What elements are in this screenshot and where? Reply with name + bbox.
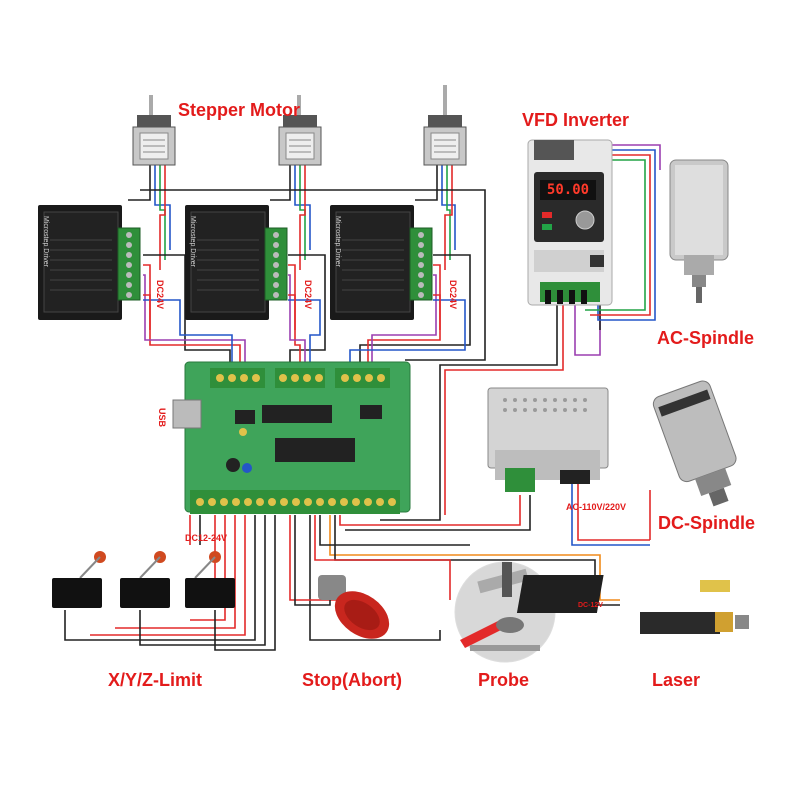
stop-abort-label: Stop(Abort) <box>302 670 402 690</box>
dc-12v-label: DC-12V <box>578 602 603 609</box>
stepper-motor-3 <box>423 85 467 166</box>
breakout-board <box>172 361 411 514</box>
dc-spindle <box>652 380 737 507</box>
motor2-wires <box>270 165 311 270</box>
stepper-motor-2 <box>278 95 322 166</box>
microstep-driver-1 <box>38 205 141 320</box>
emergency-stop <box>318 575 390 639</box>
stepper-motor-label: Stepper Motor <box>178 100 301 120</box>
dc24v-label-1: DC24V <box>155 280 165 310</box>
limit-switch-y <box>120 551 170 608</box>
limit-switch-x <box>52 551 106 608</box>
dc24v-label-2: DC24V <box>303 280 313 310</box>
dc-power-supply <box>487 387 609 492</box>
driver-2-label: Microstep Driver <box>189 216 196 267</box>
microstep-driver-2 <box>185 205 288 320</box>
microstep-driver-3 <box>330 205 433 320</box>
laser-label: Laser <box>652 670 701 690</box>
vfd-inverter <box>527 139 613 306</box>
usb-label: USB <box>157 408 167 428</box>
laser-module <box>516 575 749 634</box>
ac-110-220v-label: AC-110V/220V <box>566 502 627 512</box>
dc12-24v-label: DC12-24V <box>185 533 228 543</box>
ac-spindle-label: AC-Spindle <box>657 328 754 348</box>
dc-spindle-label: DC-Spindle <box>658 513 755 533</box>
driver-3-label: Microstep Driver <box>334 216 341 267</box>
wires <box>64 144 661 651</box>
vfd-display: 50.00 <box>546 182 590 198</box>
probe-label: Probe <box>478 670 530 690</box>
ac-spindle <box>669 159 729 303</box>
driver-1-label: Microstep Driver <box>42 216 49 267</box>
dc24v-label-3: DC24V <box>448 280 458 310</box>
limit-switch-z <box>185 551 235 608</box>
vfd-inverter-label: VFD Inverter <box>522 110 630 130</box>
xyz-limit-label: X/Y/Z-Limit <box>108 670 202 690</box>
stepper-motor-1 <box>132 95 176 166</box>
